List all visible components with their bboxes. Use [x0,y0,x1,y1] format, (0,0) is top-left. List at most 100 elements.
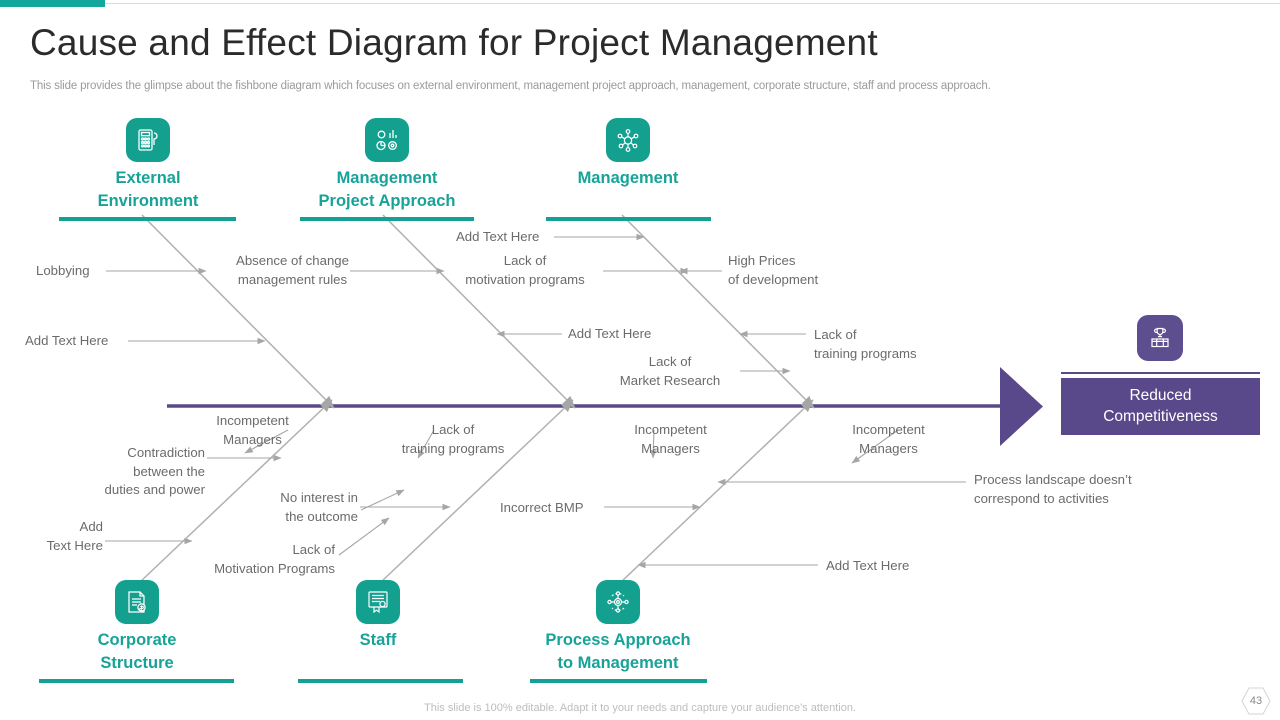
cause-text-line1: Lack of [431,422,475,437]
cause-text-line2: management rules [237,271,348,287]
result-label-line1: Reduced [1129,386,1192,404]
cause-label: Absence of change management rules [210,252,375,289]
cause-text-line1: Process landscape doesn’t [974,472,1132,487]
category-process-approach[interactable]: Process Approach to Management [528,580,708,683]
cause-label: Add Text Here [826,557,909,576]
cause-text-line1: Incorrect BMP [500,500,584,515]
cause-text-line2: between the [133,463,205,479]
connector-lack-of-motivation-programs [338,517,390,556]
cause-text-line2: training programs [401,440,505,456]
result-label-line2: Competitiveness [1103,407,1218,425]
analytics-chart-icon [365,118,409,162]
cause-text-line1: Add Text Here [25,333,109,348]
connector-lack-of-training-bottom [417,429,435,459]
cause-text-line1: Add Text Here [456,229,540,244]
cause-label: Process landscape doesn’t correspond to … [974,471,1132,508]
cause-text-line2: correspond to activities [974,490,1109,506]
calculator-document-icon [126,118,170,162]
header-divider [105,3,1280,4]
cause-text-line1: No interest in [280,490,358,505]
category-label-line1: Process Approach [545,631,691,649]
cause-label: Incompetent Managers [608,421,733,458]
connector-incompetent-managers-2 [649,429,657,459]
category-label-line2: Project Approach [318,191,456,210]
page-title: Cause and Effect Diagram for Project Man… [30,22,878,63]
category-underline [530,678,707,683]
cause-text-line1: Lack of [292,542,335,557]
category-management-project-approach[interactable]: Management Project Approach [300,118,474,221]
cause-text-line1: Lobbying [36,263,90,278]
cause-label: Lack of Motivation Programs [175,541,335,578]
category-underline [39,678,234,683]
cause-text-line1: Contradiction [127,445,205,460]
connector-incompetent-managers-1 [244,429,289,454]
category-label-line2: to Management [557,653,679,672]
result-box[interactable]: Reduced Competitiveness [1061,378,1260,435]
certificate-icon [356,580,400,624]
cause-label: Lack of Market Research [600,353,740,390]
category-label-line1: Staff [359,631,397,649]
category-label-line2: Environment [97,191,199,210]
cause-label: Lack of training programs [378,421,528,458]
cause-text-line2: Managers [223,431,282,447]
cause-text-line1: Add Text Here [826,558,910,573]
cause-text-line1: Lack of [648,354,692,369]
result-box-accent-line [1061,372,1260,374]
category-label: Process Approach to Management [528,629,708,675]
category-external-environment[interactable]: External Environment [59,118,236,221]
category-underline [298,678,463,683]
category-management[interactable]: Management [546,118,711,221]
bone-staff [380,399,574,583]
cause-text-line1: Incompetent [216,413,289,428]
connector-incompetent-managers-3 [851,429,899,464]
cause-text-line2: Managers [859,440,918,456]
category-staff[interactable]: Staff [298,580,463,683]
finance-document-icon [115,580,159,624]
fishbone-diagram: External Environment Management Project … [0,100,1280,690]
category-label: Staff [298,629,458,652]
category-label: Management [546,167,710,190]
category-underline [300,216,474,221]
category-label: External Environment [68,167,228,213]
category-label-line1: External [115,169,181,187]
category-label: Management Project Approach [303,167,471,213]
cause-label: Incorrect BMP [500,499,584,518]
process-gear-icon [596,580,640,624]
category-label-line1: Management [577,169,679,187]
footer-note: This slide is 100% editable. Adapt it to… [424,702,856,714]
cause-label: No interest in the outcome [235,489,358,526]
category-corporate-structure[interactable]: Corporate Structure [39,580,234,683]
cause-text-line2: Market Research [619,372,721,388]
page-number-badge: 43 [1240,686,1272,716]
category-label-line1: Management [336,169,438,187]
cause-text-line1: Add [79,519,103,534]
cause-text-line2: Motivation Programs [214,560,335,576]
cause-label: Lack of motivation programs [450,252,600,289]
category-label-line1: Corporate [97,631,177,649]
cause-text-line3: duties and power [104,482,205,498]
category-label: Corporate Structure [57,629,217,675]
category-underline [59,216,236,221]
page-number-text: 43 [1249,695,1263,707]
cause-label: Add Text Here [456,228,539,247]
page-subtitle: This slide provides the glimpse about th… [30,80,991,92]
spine-arrowhead [1000,367,1043,446]
bone-corporate-structure [139,399,333,583]
cause-text-line1: High Prices [728,253,796,268]
cause-text-line1: Lack of [503,253,547,268]
cause-label: Lack of training programs [814,326,917,363]
category-underline [546,216,711,221]
network-gear-icon [606,118,650,162]
cause-text-line1: Add Text Here [568,326,652,341]
cause-text-line2: the outcome [285,508,358,524]
cause-label: Add Text Here [15,518,103,555]
category-label-line2: Structure [100,653,174,672]
cause-text-line1: Incompetent [852,422,925,437]
cause-label: Add Text Here [25,332,108,351]
bone-management-project-approach [382,214,576,409]
cause-text-line2: of development [728,271,819,287]
cause-label: High Prices of development [728,252,818,289]
cause-text-line1: Absence of change [236,253,349,268]
cause-label: Contradiction between the duties and pow… [60,444,205,500]
fishbone-skeleton [105,214,1043,583]
